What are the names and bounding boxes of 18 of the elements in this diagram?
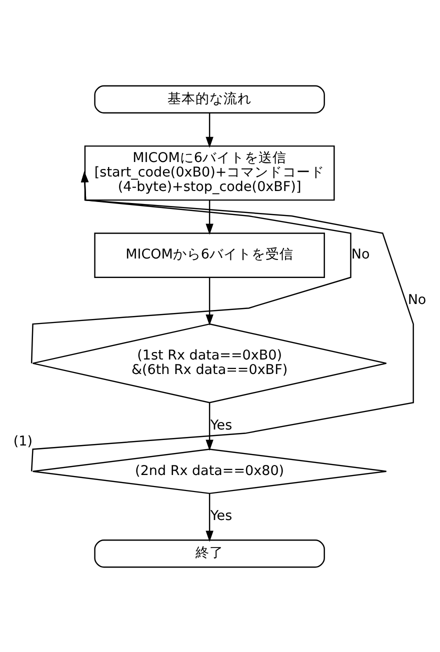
node-box: 基本的な流れ xyxy=(94,84,325,114)
edge-label: Yes xyxy=(210,508,232,524)
arrow xyxy=(30,170,414,471)
arrow xyxy=(206,277,214,326)
edge-label: No xyxy=(351,246,370,262)
arrow xyxy=(206,200,214,234)
edge-label: No xyxy=(408,292,426,308)
arrow xyxy=(206,112,214,148)
node-box: MICOMに6バイトを送信 [start_code(0xB0)+コマンドコード (4-byte)+stop_code(0xBF)] xyxy=(84,144,335,200)
edge-label: Yes xyxy=(210,416,232,433)
arrow xyxy=(206,402,214,450)
node-box: 終了 xyxy=(94,538,325,568)
node-diamond: (1st Rx data==0xB0) &(6th Rx data==0xBF) xyxy=(32,322,387,403)
node-label: (1) xyxy=(13,432,33,449)
node-box: MICOMから6バイトを受信 xyxy=(94,232,325,278)
arrow xyxy=(206,493,214,542)
node-diamond: (2nd Rx data==0x80) xyxy=(32,448,387,494)
arrow xyxy=(30,170,352,363)
